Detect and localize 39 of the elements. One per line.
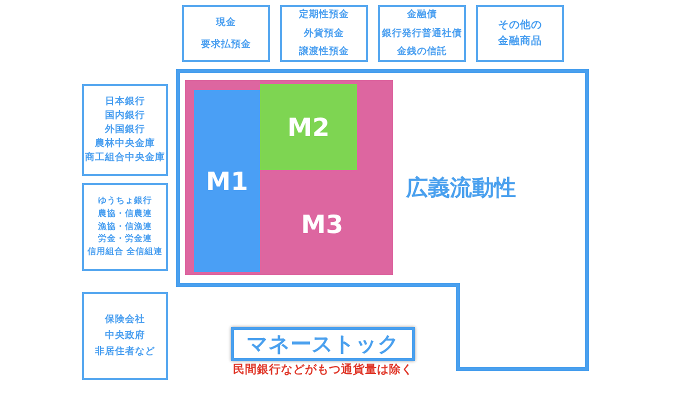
category-text: 金銭の信託 bbox=[397, 46, 447, 58]
category-text: 労金・労金連 bbox=[98, 234, 152, 246]
category-text: 農林中央金庫 bbox=[95, 138, 155, 150]
category-text: 農協・信農連 bbox=[98, 208, 152, 220]
category-text: 中央政府 bbox=[105, 330, 145, 342]
title-text: マネーストック bbox=[246, 331, 400, 358]
category-text: 要求払預金 bbox=[201, 38, 251, 50]
category-box bbox=[82, 292, 168, 380]
category-text: 非居住者など bbox=[95, 346, 155, 358]
category-text: 外貨預金 bbox=[304, 28, 344, 40]
category-text: 金融債 bbox=[407, 8, 437, 21]
category-box bbox=[82, 84, 168, 176]
category-text: 漁協・信漁連 bbox=[98, 222, 152, 232]
aggregate-block bbox=[260, 84, 357, 170]
region-label: 広義流動性 bbox=[406, 174, 516, 203]
title-box bbox=[231, 327, 415, 361]
category-text: 日本銀行 bbox=[105, 96, 145, 108]
category-text: 商工組合中央金庫 bbox=[85, 152, 165, 164]
category-text: 銀行発行普通社債 bbox=[382, 28, 462, 40]
category-box bbox=[476, 5, 564, 62]
category-text: 保険会社 bbox=[105, 314, 145, 326]
block-label: M3 bbox=[301, 210, 344, 239]
block-label: M1 bbox=[206, 166, 248, 196]
category-box bbox=[82, 183, 168, 271]
block-label: M2 bbox=[287, 112, 330, 142]
category-text: その他の金融商品 bbox=[497, 18, 543, 48]
note-text: 民間銀行などがもつ通貨量は除く bbox=[232, 362, 414, 377]
category-text: 国内銀行 bbox=[105, 110, 145, 122]
category-text: ゆうちょ銀行 bbox=[98, 196, 152, 207]
category-text: 現金 bbox=[216, 16, 236, 28]
aggregate-block bbox=[194, 90, 260, 272]
aggregate-block bbox=[185, 80, 393, 275]
category-box bbox=[280, 5, 368, 62]
category-text: 譲渡性預金 bbox=[299, 46, 349, 58]
category-box bbox=[182, 5, 270, 62]
category-text: 信用組合 全信組連 bbox=[88, 247, 162, 258]
category-text: 定期性預金 bbox=[299, 8, 349, 21]
category-box bbox=[378, 5, 466, 62]
category-text: 外国銀行 bbox=[105, 124, 145, 136]
